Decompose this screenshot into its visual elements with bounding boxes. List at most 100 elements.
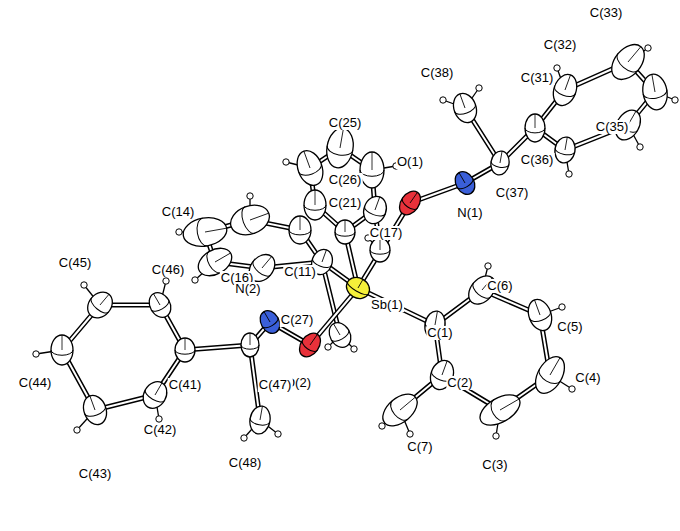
principal-ellipse <box>614 54 638 76</box>
hydrogen-atom <box>351 346 357 352</box>
hydrogen-atom <box>645 45 651 51</box>
atom-ellipsoid <box>450 90 481 126</box>
atom-label: C(3) <box>481 458 508 472</box>
atom-label: C(26) <box>328 173 363 187</box>
principal-axis <box>340 128 343 148</box>
hydrogen-atom <box>559 304 565 310</box>
atom-ellipsoid <box>138 377 171 412</box>
principal-axis <box>300 216 301 230</box>
hydrogen-atom <box>485 263 491 269</box>
atom-ellipsoid <box>145 289 175 322</box>
hydrogen-atom <box>163 278 169 284</box>
principal-axis <box>62 335 63 350</box>
principal-axis <box>565 75 570 90</box>
atom-ellipsoid <box>525 114 545 142</box>
atom-ellipsoid <box>335 220 355 244</box>
principal-axis <box>500 399 519 410</box>
principal-axis <box>500 151 502 163</box>
principal-axis <box>435 311 437 325</box>
hydrogen-atom <box>440 97 446 103</box>
principal-axis <box>652 74 655 92</box>
atom-label: C(33) <box>589 6 624 20</box>
atom-label: C(2) <box>446 376 473 390</box>
hydrogen-atom <box>554 65 560 71</box>
principal-axis <box>400 397 415 410</box>
atom-ellipsoid <box>295 329 325 361</box>
principal-axis <box>250 213 269 220</box>
principal-ellipse <box>241 345 259 349</box>
principal-axis <box>550 358 560 375</box>
principal-ellipse <box>249 418 270 426</box>
atom-label: C(17) <box>369 226 404 240</box>
atom-label: C(32) <box>543 38 578 52</box>
principal-axis <box>260 406 262 420</box>
principal-axis <box>628 47 641 62</box>
atom-label: C(11) <box>283 265 317 279</box>
principal-axis <box>535 300 540 315</box>
atom-ellipsoid <box>325 319 355 352</box>
atom-ellipsoid <box>370 238 390 262</box>
atom-ellipsoid <box>248 404 273 435</box>
hydrogen-atom <box>247 193 253 199</box>
principal-axis <box>535 114 536 128</box>
atom-ellipsoid <box>395 187 425 219</box>
principal-ellipse <box>85 406 107 418</box>
principal-ellipse <box>457 179 475 192</box>
principal-ellipse <box>490 161 508 168</box>
principal-ellipse <box>487 400 506 425</box>
principal-ellipse <box>346 282 369 297</box>
principal-axis <box>100 294 109 305</box>
atom-ellipsoid <box>377 388 423 432</box>
principal-ellipse <box>143 390 165 405</box>
principal-axis <box>315 190 316 205</box>
atom-label: C(43) <box>78 467 113 481</box>
principal-ellipse <box>51 350 73 355</box>
principal-axis <box>90 396 95 410</box>
atom-ellipsoid <box>293 147 328 189</box>
atom-label: C(31) <box>520 71 555 85</box>
principal-ellipse <box>299 164 324 178</box>
hydrogen-atom <box>569 386 575 392</box>
hydrogen-atom <box>566 171 572 177</box>
principal-axis <box>264 312 270 322</box>
atom-ellipsoid <box>530 352 571 399</box>
hydrogen-atom <box>192 277 198 283</box>
hydrogen-atom <box>672 97 678 103</box>
atom-label: C(37) <box>495 186 530 200</box>
principal-ellipse <box>400 198 417 212</box>
principal-axis <box>375 197 380 210</box>
atom-ellipsoid <box>289 216 311 244</box>
hydrogen-atom <box>33 351 39 357</box>
atom-label: N(2) <box>234 282 261 296</box>
hydrogen-atom <box>275 431 281 437</box>
atom-label: C(14) <box>161 205 196 219</box>
hydrogen-atom <box>379 423 385 429</box>
hydrogen-atom <box>176 229 182 235</box>
atom-label: Sb(1) <box>370 298 404 312</box>
principal-axis <box>205 228 227 232</box>
atom-ellipsoid <box>640 72 670 112</box>
principal-ellipse <box>643 90 668 100</box>
principal-axis <box>262 257 272 268</box>
atom-label: C(7) <box>406 440 433 454</box>
atom-label: C(35) <box>595 120 630 134</box>
hydrogen-atom <box>476 85 482 91</box>
principal-ellipse <box>331 330 351 344</box>
principal-axis <box>215 253 231 262</box>
atom-ellipsoid <box>343 273 374 302</box>
principal-axis <box>250 333 251 345</box>
atom-ellipsoid <box>451 168 479 198</box>
atom-label: C(1) <box>426 326 453 340</box>
atom-label: C(6) <box>486 279 513 293</box>
atom-label: O(1) <box>396 155 424 169</box>
principal-axis <box>322 250 326 262</box>
atom-ellipsoid <box>553 135 577 164</box>
principal-ellipse <box>530 311 553 324</box>
hydrogen-atom <box>283 159 289 165</box>
atom-label: C(27) <box>280 313 315 327</box>
bond-outline <box>358 288 435 325</box>
principal-ellipse <box>151 300 171 314</box>
principal-axis <box>155 383 162 395</box>
principal-ellipse <box>360 170 384 176</box>
